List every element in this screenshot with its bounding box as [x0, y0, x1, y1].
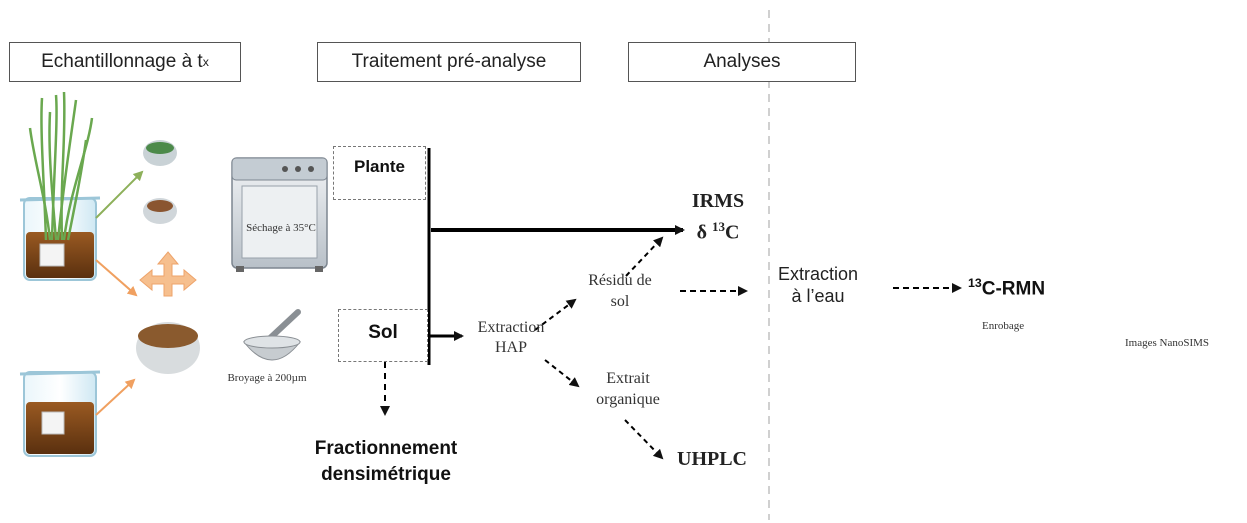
delta-suffix: C	[724, 221, 740, 244]
mortar-pestle-icon	[242, 309, 302, 361]
bowl-soil-illustration	[143, 198, 177, 224]
arrow-to-soil-split	[95, 259, 138, 297]
header-sampling-label: Echantillonnage à t	[41, 51, 203, 72]
arrow-to-extrait	[544, 359, 580, 388]
rmn-label: C-RMN	[981, 278, 1046, 300]
label-uhplc: UHPLC	[677, 448, 747, 470]
extraction-hap-line2: HAP	[494, 339, 527, 356]
delta-13c-line: δ 13C	[668, 214, 768, 246]
beaker-plant-illustration	[19, 91, 101, 281]
bowl-plant-illustration	[143, 140, 177, 166]
soil-dish-illustration	[136, 322, 200, 374]
arrow-to-plant-bowl	[95, 170, 144, 219]
box-sol: Sol	[338, 309, 428, 362]
fractionnement-line2: densimétrique	[321, 464, 451, 485]
extrait-line2: organique	[596, 391, 660, 408]
label-sechage: Séchage à 35°C	[246, 222, 316, 234]
label-extraction-hap: Extraction HAP	[466, 318, 556, 358]
label-enrobage: Enrobage	[982, 320, 1025, 332]
beaker-soil-water-illustration	[19, 370, 101, 457]
label-irms: IRMS δ 13C	[668, 188, 768, 246]
label-residu: Résidu de sol	[570, 270, 670, 312]
extraction-hap-line1: Extraction	[477, 319, 545, 336]
extrait-line1: Extrait	[606, 370, 650, 387]
irms-line: IRMS	[691, 190, 745, 212]
label-extraction-eau: Extraction à l’eau	[758, 263, 878, 307]
fractionnement-line1: Fractionnement	[314, 438, 458, 459]
header-analyses-label: Analyses	[703, 51, 781, 72]
box-plante: Plante	[333, 146, 426, 200]
label-broyage: Broyage à 200µm	[227, 372, 307, 384]
oven-icon	[231, 157, 328, 272]
label-13c-rmn: 13C-RMN	[968, 276, 1098, 300]
delta-prefix: δ	[696, 221, 712, 244]
rmn-sup: 13	[968, 276, 982, 290]
box-plante-label: Plante	[353, 157, 406, 176]
box-sol-label: Sol	[368, 322, 398, 343]
split-arrows-icon	[139, 251, 197, 297]
arrow-to-soil-bowl	[95, 378, 136, 416]
label-fractionnement: Fractionnement densimétrique	[296, 436, 476, 488]
arrow-extrait-to-uhplc	[624, 419, 664, 460]
header-treatment: Traitement pré-analyse	[317, 42, 581, 82]
label-nanosims: Images NanoSIMS	[1125, 337, 1210, 349]
residu-line2: sol	[610, 293, 630, 310]
extraction-eau-line1: Extraction	[777, 264, 859, 284]
header-analyses: Analyses	[628, 42, 856, 82]
header-sampling-subscript: x	[202, 55, 209, 69]
header-treatment-label: Traitement pré-analyse	[351, 51, 547, 72]
delta-sup: 13	[711, 219, 725, 234]
label-extrait: Extrait organique	[578, 368, 678, 410]
residu-line1: Résidu de	[588, 272, 652, 289]
extraction-eau-line2: à l’eau	[791, 286, 845, 306]
